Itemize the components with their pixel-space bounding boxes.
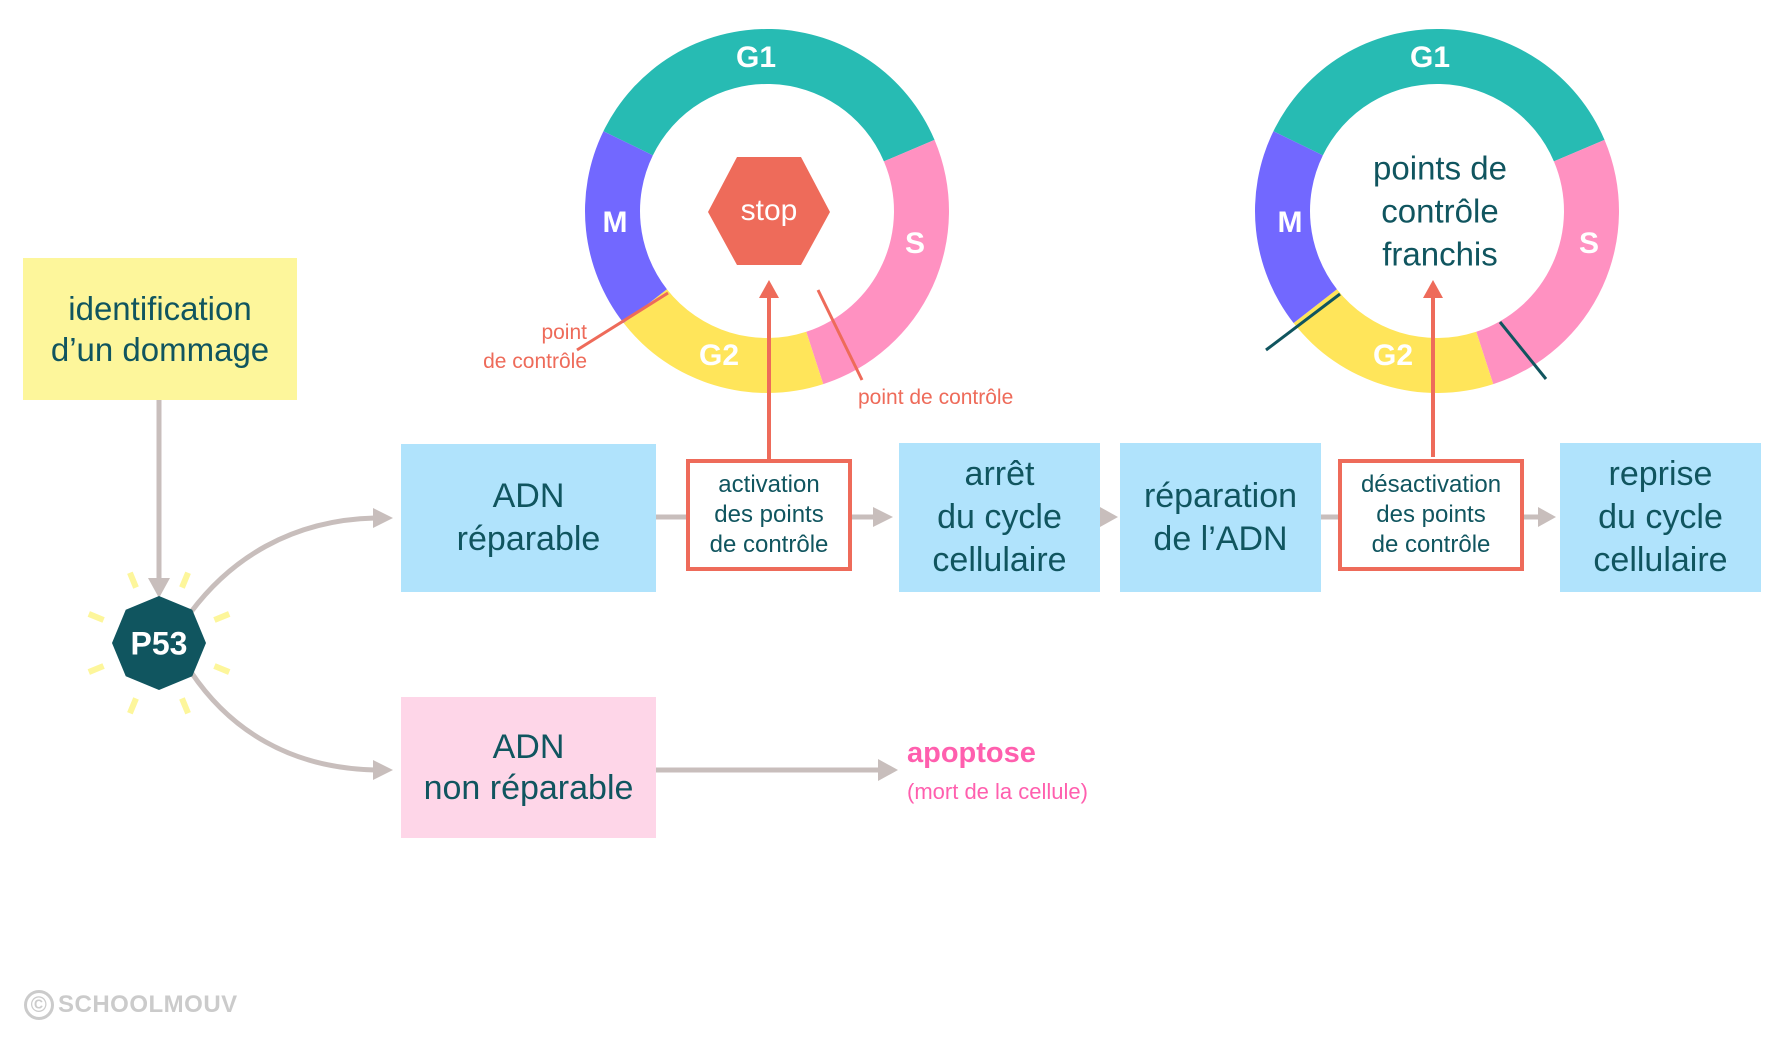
phase-label-g1-left: G1 [735, 41, 777, 74]
phase-label-m-left: M [602, 206, 628, 239]
connector-arrowhead-non-repairable [373, 760, 393, 780]
connector-p53-to-repairable [189, 515, 376, 614]
p53-glow-rays [87, 571, 231, 715]
phase-label-g1-right: G1 [1409, 41, 1451, 74]
connector-arrowhead-resume [1538, 507, 1556, 527]
p53-ray [127, 571, 139, 589]
phase-segment-s-right [1476, 139, 1620, 385]
phase-label-g2-left: G2 [698, 339, 740, 372]
node-dna-repair: réparation de l’ADN [1120, 443, 1321, 592]
node-damage-identification: identification d’un dommage [23, 258, 297, 400]
phase-label-g2-right: G2 [1372, 339, 1414, 372]
p53-ray [179, 571, 191, 589]
checkpoint-label-left: point de contrôle [483, 321, 587, 373]
node-checkpoint-deactivation: désactivation des points de contrôle [1338, 459, 1524, 571]
node-cycle-resume: reprise du cycle cellulaire [1560, 443, 1761, 592]
connector-arrowhead-p53 [148, 578, 170, 598]
p53-ray [87, 611, 105, 623]
checkpoint-marker-g2-m-left [576, 291, 669, 352]
apoptosis-subtitle: (mort de la cellule) [907, 779, 1088, 804]
cell-cycle-left [585, 29, 949, 394]
watermark: © SCHOOLMOUV [24, 990, 238, 1020]
checkpoint-marker-s-g2-right [1498, 321, 1548, 380]
node-cycle-arrest: arrêt du cycle cellulaire [899, 443, 1100, 592]
connector-arrowhead-repair [1100, 507, 1118, 527]
p53-ray [127, 697, 139, 715]
connector-arrowhead-repairable [373, 508, 393, 528]
apoptosis-title: apoptose [907, 737, 1036, 769]
phase-segment-s-left [806, 139, 949, 385]
p53-ray [179, 697, 191, 715]
phase-segment-g2-right [1293, 289, 1494, 393]
arrowhead-stop [759, 280, 779, 298]
p53-label: P53 [130, 625, 188, 662]
p53-ray [213, 611, 231, 623]
checkpoint-marker-s-g2-left [816, 289, 864, 381]
phase-label-m-right: M [1277, 206, 1303, 239]
phase-segment-g1-left [603, 29, 935, 162]
phase-segment-g1-right [1273, 28, 1605, 162]
arrowhead-franchis [1423, 280, 1443, 298]
watermark-text: SCHOOLMOUV [58, 991, 238, 1018]
phase-segment-m-left [585, 131, 667, 324]
phase-segment-g2-left [623, 289, 824, 394]
p53-ray [213, 663, 231, 675]
node-dna-repairable: ADN réparable [401, 444, 656, 592]
checkpoint-marker-g2-m-right [1265, 292, 1341, 352]
cell-cycle-right [1255, 28, 1620, 393]
connector-arrowhead-apoptosis [878, 759, 898, 781]
connector-arrowhead-arrest [873, 507, 893, 527]
stop-hexagon [708, 157, 830, 265]
checkpoint-label-right: point de contrôle [858, 386, 1014, 409]
node-dna-non-repairable: ADN non réparable [401, 697, 656, 838]
stop-label: stop [740, 194, 798, 227]
phase-label-s-right: S [1578, 227, 1600, 260]
node-checkpoint-activation: activation des points de contrôle [686, 459, 852, 571]
connector-p53-to-non-repairable [188, 670, 376, 773]
p53-ray [87, 663, 105, 675]
copyright-icon: © [24, 990, 54, 1020]
checkpoints-passed-label: points de contrôle franchis [1373, 149, 1507, 273]
p53-octagon [112, 596, 206, 690]
phase-label-s-left: S [904, 227, 926, 260]
phase-segment-m-right [1255, 131, 1337, 324]
